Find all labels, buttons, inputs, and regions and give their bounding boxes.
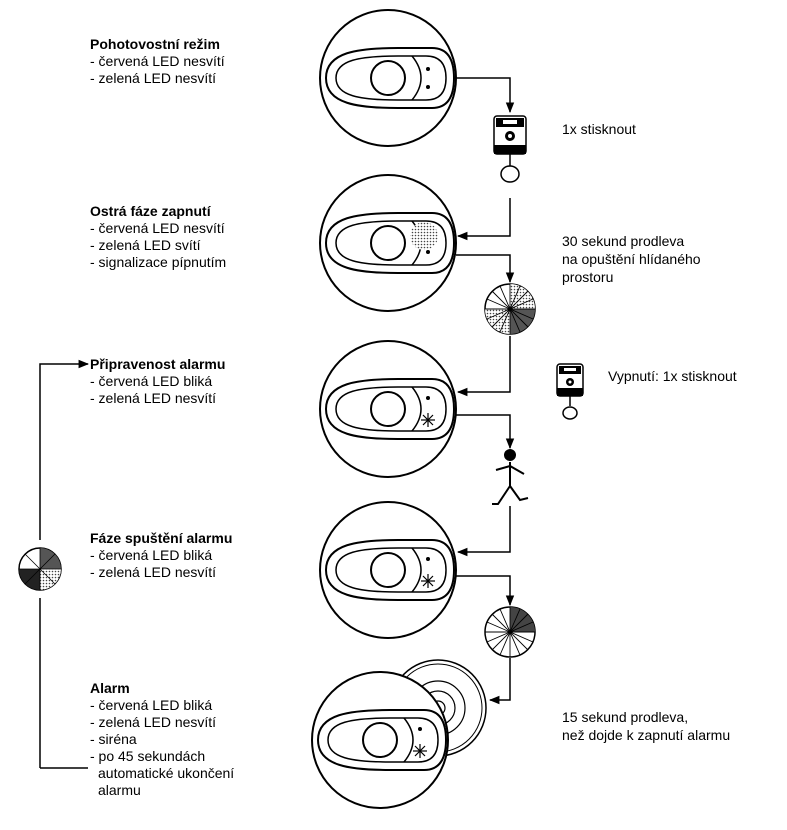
remote-keyfob-icon xyxy=(493,115,527,183)
state-title: Ostrá fáze zapnutí xyxy=(90,203,211,219)
state-line: - červená LED bliká xyxy=(90,373,213,389)
state-title: Fáze spuštění alarmu xyxy=(90,530,233,546)
note-press-once: 1x stisknout xyxy=(562,121,636,137)
state-line: - zelená LED nesvítí xyxy=(90,390,217,406)
flow-connectors xyxy=(456,77,515,705)
note-line: 30 sekund prodleva xyxy=(562,233,685,249)
state-line: - červená LED nesvítí xyxy=(90,53,225,69)
state-title: Připravenost alarmu xyxy=(90,356,226,372)
note-entry-delay: 15 sekund prodleva, než dojde k zapnutí … xyxy=(562,708,730,744)
walking-person-icon xyxy=(492,449,529,505)
state-line: - červená LED bliká xyxy=(90,697,213,713)
device-arming xyxy=(319,174,457,312)
device-alarm xyxy=(311,671,449,809)
loop-connector xyxy=(39,359,90,769)
state-line: automatické ukončení xyxy=(98,765,235,781)
state-line: - zelená LED nesvítí xyxy=(90,564,217,580)
state-standby: Pohotovostní režim - červená LED nesvítí… xyxy=(90,36,225,87)
state-line: alarmu xyxy=(98,782,141,798)
timer-dial-icon xyxy=(18,547,62,591)
device-standby xyxy=(319,9,457,147)
state-line: - zelená LED nesvítí xyxy=(90,70,217,86)
state-line: - signalizace pípnutím xyxy=(90,254,227,270)
state-alarm: Alarm - červená LED bliká - zelená LED n… xyxy=(90,680,234,799)
state-line: - siréna xyxy=(90,731,137,747)
state-title: Pohotovostní režim xyxy=(90,36,220,52)
state-line: - červená LED nesvítí xyxy=(90,220,225,236)
note-exit-delay: 30 sekund prodleva na opuštění hlídaného… xyxy=(562,232,701,286)
device-ready xyxy=(319,340,457,478)
note-disarm: Vypnutí: 1x stisknout xyxy=(608,368,737,384)
state-ready: Připravenost alarmu - červená LED bliká … xyxy=(90,356,225,407)
timer-dial-icon xyxy=(484,283,536,335)
state-arming: Ostrá fáze zapnutí - červená LED nesvítí… xyxy=(90,203,226,271)
state-line: - zelená LED nesvítí xyxy=(90,714,217,730)
note-line: prostoru xyxy=(562,269,614,285)
remote-keyfob-icon xyxy=(556,363,584,420)
state-line: - po 45 sekundách xyxy=(90,748,206,764)
note-line: než dojde k zapnutí alarmu xyxy=(562,727,731,743)
state-line: - zelená LED svítí xyxy=(90,237,201,253)
note-line: 15 sekund prodleva, xyxy=(562,709,689,725)
timer-dial-icon xyxy=(484,606,536,658)
note-line: na opuštění hlídaného xyxy=(562,251,701,267)
state-triggered: Fáze spuštění alarmu - červená LED bliká… xyxy=(90,530,232,581)
state-line: - červená LED bliká xyxy=(90,547,213,563)
state-title: Alarm xyxy=(90,680,130,696)
device-triggered xyxy=(319,501,457,639)
